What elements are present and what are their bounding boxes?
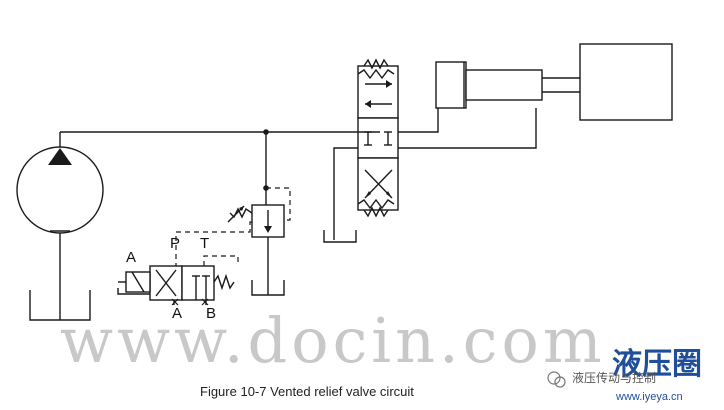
pump [16, 132, 104, 321]
vent-valve [117, 255, 239, 306]
relief-tank [251, 280, 285, 296]
wechat-source: 液压传动与控制 [547, 370, 656, 388]
wechat-icon [547, 371, 561, 385]
wechat-text: 液压传动与控制 [572, 370, 656, 385]
vent-valve-label-a: A [126, 249, 136, 266]
vent-valve-label-t: T [200, 235, 209, 252]
load-block [579, 43, 673, 121]
main-pressure-line [60, 129, 380, 205]
cylinder [435, 43, 673, 121]
directional-valve [323, 58, 537, 243]
relief-valve [175, 187, 291, 296]
brand-logo: 液压圈 www.iyeya.cn [612, 347, 702, 403]
vent-valve-label-p: P [170, 235, 180, 252]
pump-tank [29, 290, 91, 321]
vent-valve-label-a-bottom: A [172, 305, 182, 322]
figure-caption: Figure 10-7 Vented relief valve circuit [200, 384, 414, 399]
pump-arrow-icon [48, 148, 72, 165]
vent-valve-label-b-bottom: B [206, 305, 216, 322]
watermark: www.docin.com [60, 304, 606, 377]
brand-logo-text: 液压圈 [612, 347, 702, 382]
valve-tank [323, 230, 357, 243]
brand-url: www.iyeya.cn [615, 391, 683, 403]
